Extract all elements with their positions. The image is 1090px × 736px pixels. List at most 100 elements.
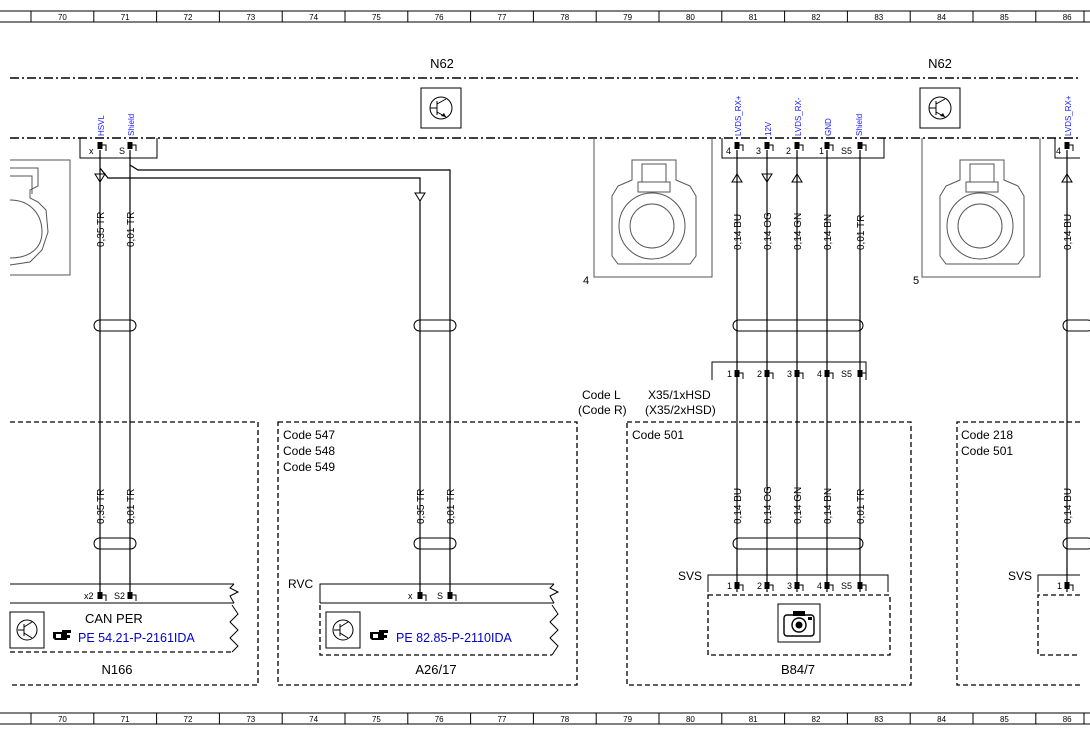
pin-header-mid — [721, 138, 885, 159]
code-501: Code 501 — [632, 428, 684, 442]
svs-pin: 2 — [757, 581, 762, 591]
pin-terminal-hook — [862, 372, 867, 379]
pin-number-1: 1 — [819, 146, 824, 156]
rvc-pin: x — [408, 591, 413, 601]
pin-number-s: S — [119, 146, 125, 156]
ruler-column-number: 79 — [623, 715, 632, 724]
pin-terminal — [824, 142, 830, 149]
transistor-symbol-icon — [420, 87, 462, 129]
pin-terminal-hook — [862, 144, 867, 151]
ruler-column-number: 77 — [498, 13, 507, 22]
wire-label: 0,01 TR — [126, 489, 137, 524]
wire-labels: 0,35 TR 0,01 TR 0,35 TR 0,01 TR 0,35 TR … — [96, 212, 1074, 524]
ruler-column-number: 86 — [1063, 13, 1072, 22]
pins-right: LVDS_RX+ 4 — [1056, 95, 1073, 156]
pin-terminal-hook — [132, 144, 137, 151]
connector-housing-left — [9, 159, 71, 276]
ruler-column-number: 73 — [246, 13, 255, 22]
ruler-column-number: 76 — [435, 715, 444, 724]
ruler-column-number: 85 — [1000, 715, 1009, 724]
ruler-column-number: 82 — [812, 13, 821, 22]
pin-label-12v: 12V — [764, 121, 773, 136]
pin-terminal — [794, 142, 800, 149]
ruler-column-number: 71 — [121, 13, 130, 22]
svs-label: SVS — [678, 569, 702, 583]
wire-label: 0,14 BN — [823, 214, 834, 250]
pin-terminal-hook — [102, 594, 107, 601]
a26-17-label: A26/17 — [415, 662, 456, 677]
ruler-column-number: 72 — [184, 715, 193, 724]
x35-pin: 4 — [817, 369, 822, 379]
n166-pin: S2 — [114, 591, 125, 601]
reference-link-n166[interactable]: PE 54.21-P-2161IDA — [78, 631, 195, 645]
pin-terminal — [1064, 142, 1070, 149]
connector-housing-4 — [593, 138, 713, 278]
ruler-column-number: 84 — [937, 13, 946, 22]
wire-label: 0,14 BU — [733, 488, 744, 524]
ruler-column-number: 70 — [58, 13, 67, 22]
pin-terminal-hook — [769, 372, 774, 379]
pin-terminal — [857, 142, 863, 149]
connector-x35: 1 2 3 4 S5 — [711, 361, 867, 380]
module-a26-17: x S — [319, 583, 560, 656]
pin-terminal-hook — [452, 594, 457, 601]
x35-1-label: X35/1xHSD — [648, 388, 711, 402]
code-r-label: (Code R) — [578, 403, 627, 417]
pin-terminals — [97, 142, 1074, 601]
wire-label: 0,14 BU — [1063, 214, 1074, 250]
pin-label-hsvl: HSVL — [97, 115, 106, 136]
ruler-column-number: 73 — [246, 715, 255, 724]
n166-label: N166 — [101, 662, 132, 677]
module-n166: x2 S2 CAN PER — [9, 583, 240, 653]
svs-pin: 4 — [817, 581, 822, 591]
n62-label-right: N62 — [928, 56, 952, 71]
n62-boundary — [10, 77, 1080, 139]
pin-terminal-hook — [102, 144, 107, 151]
wire-label: 0,35 TR — [96, 489, 107, 524]
ruler-column-number: 82 — [812, 715, 821, 724]
ruler-column-number: 84 — [937, 715, 946, 724]
ruler-column-number: 75 — [372, 715, 381, 724]
ruler-column-number: 78 — [560, 715, 569, 724]
ruler-column-number: 76 — [435, 13, 444, 22]
pin-header-left — [79, 138, 158, 159]
ruler-column-number: 70 — [58, 715, 67, 724]
pin-number-x: x — [89, 146, 94, 156]
wire-label: 0,01 TR — [126, 212, 137, 247]
code-218: Code 218 — [961, 428, 1013, 442]
reference-link-a26[interactable]: PE 82.85-P-2110IDA — [396, 631, 512, 645]
pin-label-shield: Shield — [127, 114, 136, 136]
ruler-column-number: 78 — [560, 13, 569, 22]
pin-label-lvds-rx-plus: LVDS_RX+ — [1064, 95, 1073, 136]
rvc-pin: S — [437, 591, 443, 601]
ruler-column-number: 75 — [372, 13, 381, 22]
ruler-column-number: 80 — [686, 13, 695, 22]
code-549: Code 549 — [283, 460, 335, 474]
pin-terminal-hook — [769, 584, 774, 591]
pin-terminal-hook — [739, 372, 744, 379]
x35-pin: 2 — [757, 369, 762, 379]
wires — [99, 150, 1068, 595]
transistor-symbol-icon — [919, 87, 961, 129]
wire-label: 0,14 BU — [733, 214, 744, 250]
pointing-hand-icon — [53, 630, 71, 640]
ruler-column-number: 80 — [686, 715, 695, 724]
pin-terminal — [764, 142, 770, 149]
pin-label-lvds-rx-plus: LVDS_RX+ — [734, 95, 743, 136]
x35-2-label: (X35/2xHSD) — [645, 403, 716, 417]
ruler-column-number: 72 — [184, 13, 193, 22]
pin-terminal-hook — [829, 584, 834, 591]
wire-label: 0,01 TR — [446, 489, 457, 524]
ruler-column-number: 86 — [1063, 715, 1072, 724]
pin-terminal-hook — [739, 144, 744, 151]
camera-icon — [777, 603, 821, 643]
module-b84-7: 1 2 3 4 S5 — [707, 574, 891, 656]
n62-label-left: N62 — [430, 56, 454, 71]
wire-label: 0,14 BU — [1063, 488, 1074, 524]
pointing-hand-icon — [370, 630, 388, 640]
ruler-column-number: 74 — [309, 715, 318, 724]
svs-pin: 1 — [727, 581, 732, 591]
pin-label-shield: Shield — [855, 114, 864, 136]
